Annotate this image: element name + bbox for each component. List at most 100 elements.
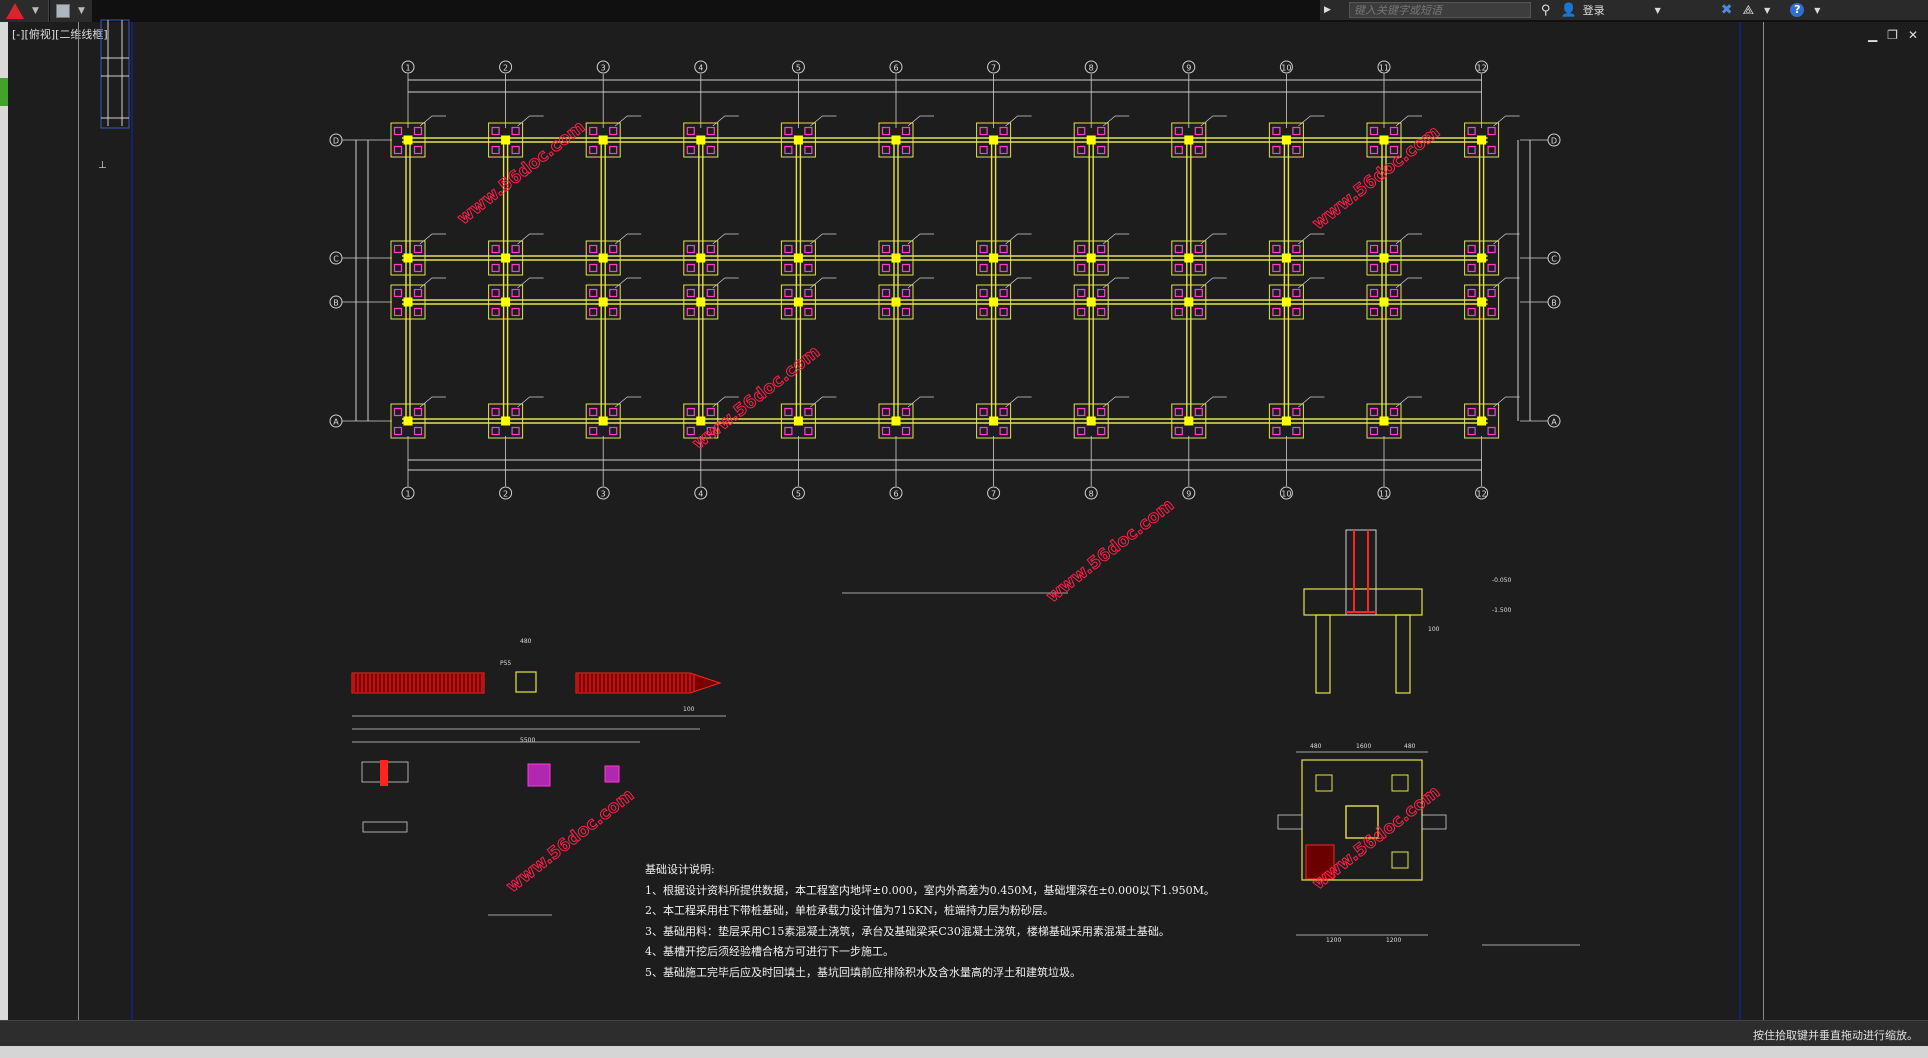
pile: [491, 407, 500, 417]
exchange-x-icon[interactable]: ✖: [1720, 2, 1733, 18]
pile: [784, 263, 793, 273]
column-section: [1345, 529, 1377, 616]
pile-cap: [488, 284, 524, 320]
autocad-logo-icon: [6, 3, 24, 19]
pile: [999, 244, 1008, 254]
pile: [999, 126, 1008, 136]
pile: [1077, 407, 1086, 417]
notes-title: 基础设计说明:: [645, 863, 715, 876]
pile: [686, 126, 695, 136]
column: [989, 135, 999, 145]
dim-label: 480: [1310, 743, 1322, 750]
pile: [1194, 126, 1203, 136]
pile: [706, 426, 715, 436]
chevron-down-icon[interactable]: ▼: [1654, 5, 1661, 15]
pile: [1467, 126, 1476, 136]
column: [1379, 416, 1389, 426]
pile-shaft-left: [1315, 614, 1331, 694]
column: [501, 253, 511, 263]
save-icon: [56, 4, 70, 18]
pile: [1194, 263, 1203, 273]
pile: [1077, 307, 1086, 317]
pile: [393, 126, 403, 136]
left-edge-strip: [0, 22, 8, 1058]
pile: [589, 244, 598, 254]
pile-plan: [1391, 851, 1409, 869]
pile: [706, 288, 715, 298]
pile: [609, 288, 618, 298]
window-controls: ▁ ❐ ✕: [1868, 28, 1918, 42]
pile: [1389, 407, 1399, 417]
pile: [511, 126, 520, 136]
minimize-icon[interactable]: ▁: [1867, 28, 1878, 42]
dim-label: 1200: [1386, 937, 1401, 944]
pile: [589, 288, 598, 298]
column: [1379, 253, 1389, 263]
dim-label: 480: [520, 638, 532, 645]
dim-label: 1600: [1356, 743, 1371, 750]
quick-access-save[interactable]: ▼: [50, 0, 92, 22]
pile: [804, 126, 813, 136]
pile-cap: [976, 240, 1012, 276]
watermark-text: www.56doc.com: [454, 117, 589, 229]
pile: [609, 407, 618, 417]
pile: [881, 407, 891, 417]
pile: [1097, 263, 1106, 273]
pile: [706, 244, 715, 254]
pile: [1487, 145, 1496, 155]
pile: [784, 288, 793, 298]
restore-icon[interactable]: ❐: [1887, 28, 1898, 42]
pile-cap: [390, 122, 426, 158]
column: [1184, 135, 1194, 145]
axis-bubble: [1279, 60, 1293, 74]
dim-label: 5500: [520, 737, 535, 744]
note-item-2: 2、本工程采用柱下带桩基础，单桩承载力设计值为715KN，桩端持力层为粉砂层。: [645, 904, 1054, 917]
column: [1281, 416, 1291, 426]
help-icon[interactable]: ?: [1790, 3, 1805, 17]
chevron-down-icon[interactable]: ▼: [1764, 5, 1771, 15]
binoculars-icon[interactable]: ⚲: [1540, 2, 1551, 18]
column: [403, 416, 413, 426]
pile: [1292, 307, 1301, 317]
mini-label: ⊥: [98, 160, 107, 171]
axis-bubble: [1084, 486, 1098, 500]
column: [696, 416, 706, 426]
user-icon[interactable]: 👤: [1560, 2, 1577, 18]
infocenter-bar: ▶ ⚲ 👤 登录 ▼ ✖ ⟁ ▼ ? ▼: [1320, 0, 1928, 20]
pile: [491, 145, 500, 155]
chevron-down-icon[interactable]: ▼: [1814, 5, 1821, 15]
pile: [804, 263, 813, 273]
pile: [1194, 407, 1203, 417]
status-message: 按住拾取键并垂直拖动进行缩放。: [1753, 1029, 1918, 1042]
pile-cap: [878, 240, 914, 276]
search-input[interactable]: [1348, 2, 1531, 18]
pile-cap: [488, 122, 524, 158]
pile: [1097, 426, 1106, 436]
a360-icon[interactable]: ⟁: [1742, 2, 1755, 18]
pile: [1292, 288, 1301, 298]
pile: [1369, 307, 1379, 317]
viewport-label[interactable]: [-][俯视][二维线框]: [12, 28, 108, 41]
column-plan: [1345, 805, 1379, 839]
pile: [979, 263, 988, 273]
pile: [901, 307, 911, 317]
application-menu-button[interactable]: ▼: [0, 0, 49, 22]
pile: [1292, 126, 1301, 136]
pile: [979, 126, 988, 136]
login-button[interactable]: 登录: [1582, 4, 1605, 17]
axis-label-6: 6: [893, 64, 898, 73]
pile: [999, 288, 1008, 298]
pile: [686, 244, 695, 254]
pile: [901, 145, 911, 155]
axis-bubble: [596, 60, 610, 74]
pile-cap: [683, 403, 719, 439]
pile: [393, 288, 403, 298]
pile: [1272, 288, 1281, 298]
axis-bubble: [694, 486, 708, 500]
axis-label-6: 6: [893, 490, 898, 499]
column: [501, 297, 511, 307]
chevron-right-icon[interactable]: ▶: [1324, 5, 1331, 15]
close-icon[interactable]: ✕: [1907, 28, 1918, 42]
